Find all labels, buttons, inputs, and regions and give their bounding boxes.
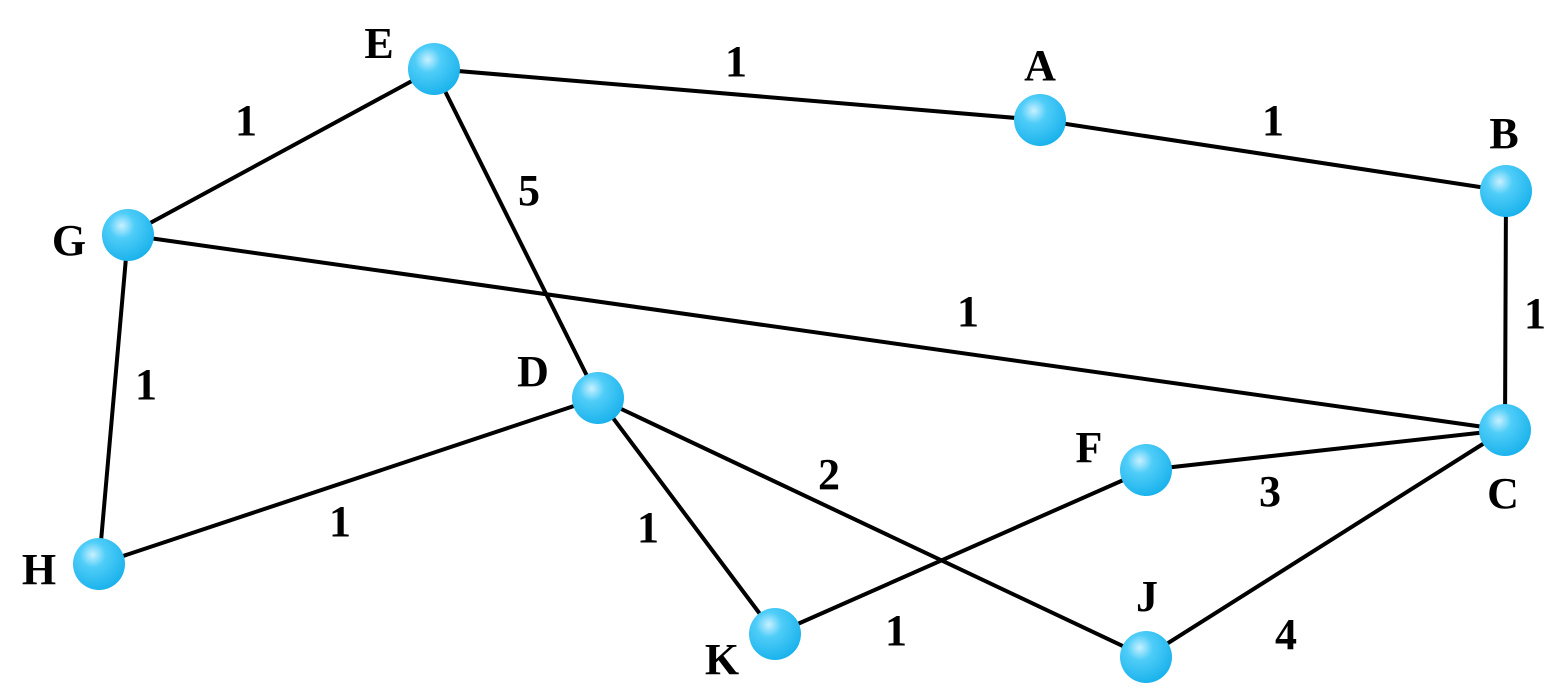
edge-g-c <box>126 233 1507 432</box>
node-f <box>1120 444 1172 496</box>
edge-e-a <box>432 67 1042 122</box>
edge-weight-j-c: 4 <box>1275 610 1297 659</box>
node-label-b: B <box>1489 109 1518 158</box>
edges-layer <box>97 67 1508 659</box>
edge-h-d <box>97 396 600 566</box>
node-b <box>1480 165 1532 217</box>
edge-a-b <box>1038 118 1508 193</box>
edge-weight-a-b: 1 <box>1262 96 1284 145</box>
node-label-e: E <box>364 19 393 68</box>
edge-weight-g-c: 1 <box>957 287 979 336</box>
node-labels-layer: A B C D E F G H J K <box>22 19 1519 684</box>
edge-weights-layer: 1 1 1 1 5 1 1 1 1 2 3 1 4 <box>135 37 1546 659</box>
node-j <box>1120 631 1172 683</box>
edge-weight-e-a: 1 <box>725 37 747 86</box>
edge-j-c <box>1144 428 1507 659</box>
edge-weight-e-d: 5 <box>518 166 540 215</box>
node-d <box>572 372 624 424</box>
node-g <box>102 209 154 261</box>
edge-b-c <box>1503 189 1508 432</box>
edge-weight-h-d: 1 <box>329 497 351 546</box>
edge-weight-k-f: 1 <box>885 606 907 655</box>
node-e <box>408 43 460 95</box>
node-label-a: A <box>1024 41 1056 90</box>
edge-weight-g-h: 1 <box>135 360 157 409</box>
edge-d-k <box>596 396 777 636</box>
edge-weight-b-c: 1 <box>1524 289 1546 338</box>
edge-weight-e-g: 1 <box>235 96 257 145</box>
nodes-layer <box>73 43 1532 683</box>
node-label-f: F <box>1076 423 1103 472</box>
edge-e-g <box>126 67 436 237</box>
node-label-h: H <box>22 545 56 594</box>
edge-k-f <box>773 468 1148 636</box>
node-c <box>1479 404 1531 456</box>
edge-g-h <box>97 233 130 566</box>
node-label-c: C <box>1487 469 1519 518</box>
node-label-j: J <box>1136 572 1158 621</box>
edge-weight-d-k: 1 <box>637 503 659 552</box>
node-label-d: D <box>517 347 549 396</box>
edge-weight-d-j: 2 <box>818 450 840 499</box>
edge-f-c <box>1144 428 1507 472</box>
node-h <box>73 538 125 590</box>
node-label-g: G <box>52 216 86 265</box>
edge-d-j <box>596 396 1148 659</box>
edge-e-d <box>432 67 600 400</box>
node-label-k: K <box>705 635 739 684</box>
node-k <box>749 608 801 660</box>
edge-weight-f-c: 3 <box>1259 467 1281 516</box>
node-a <box>1014 94 1066 146</box>
